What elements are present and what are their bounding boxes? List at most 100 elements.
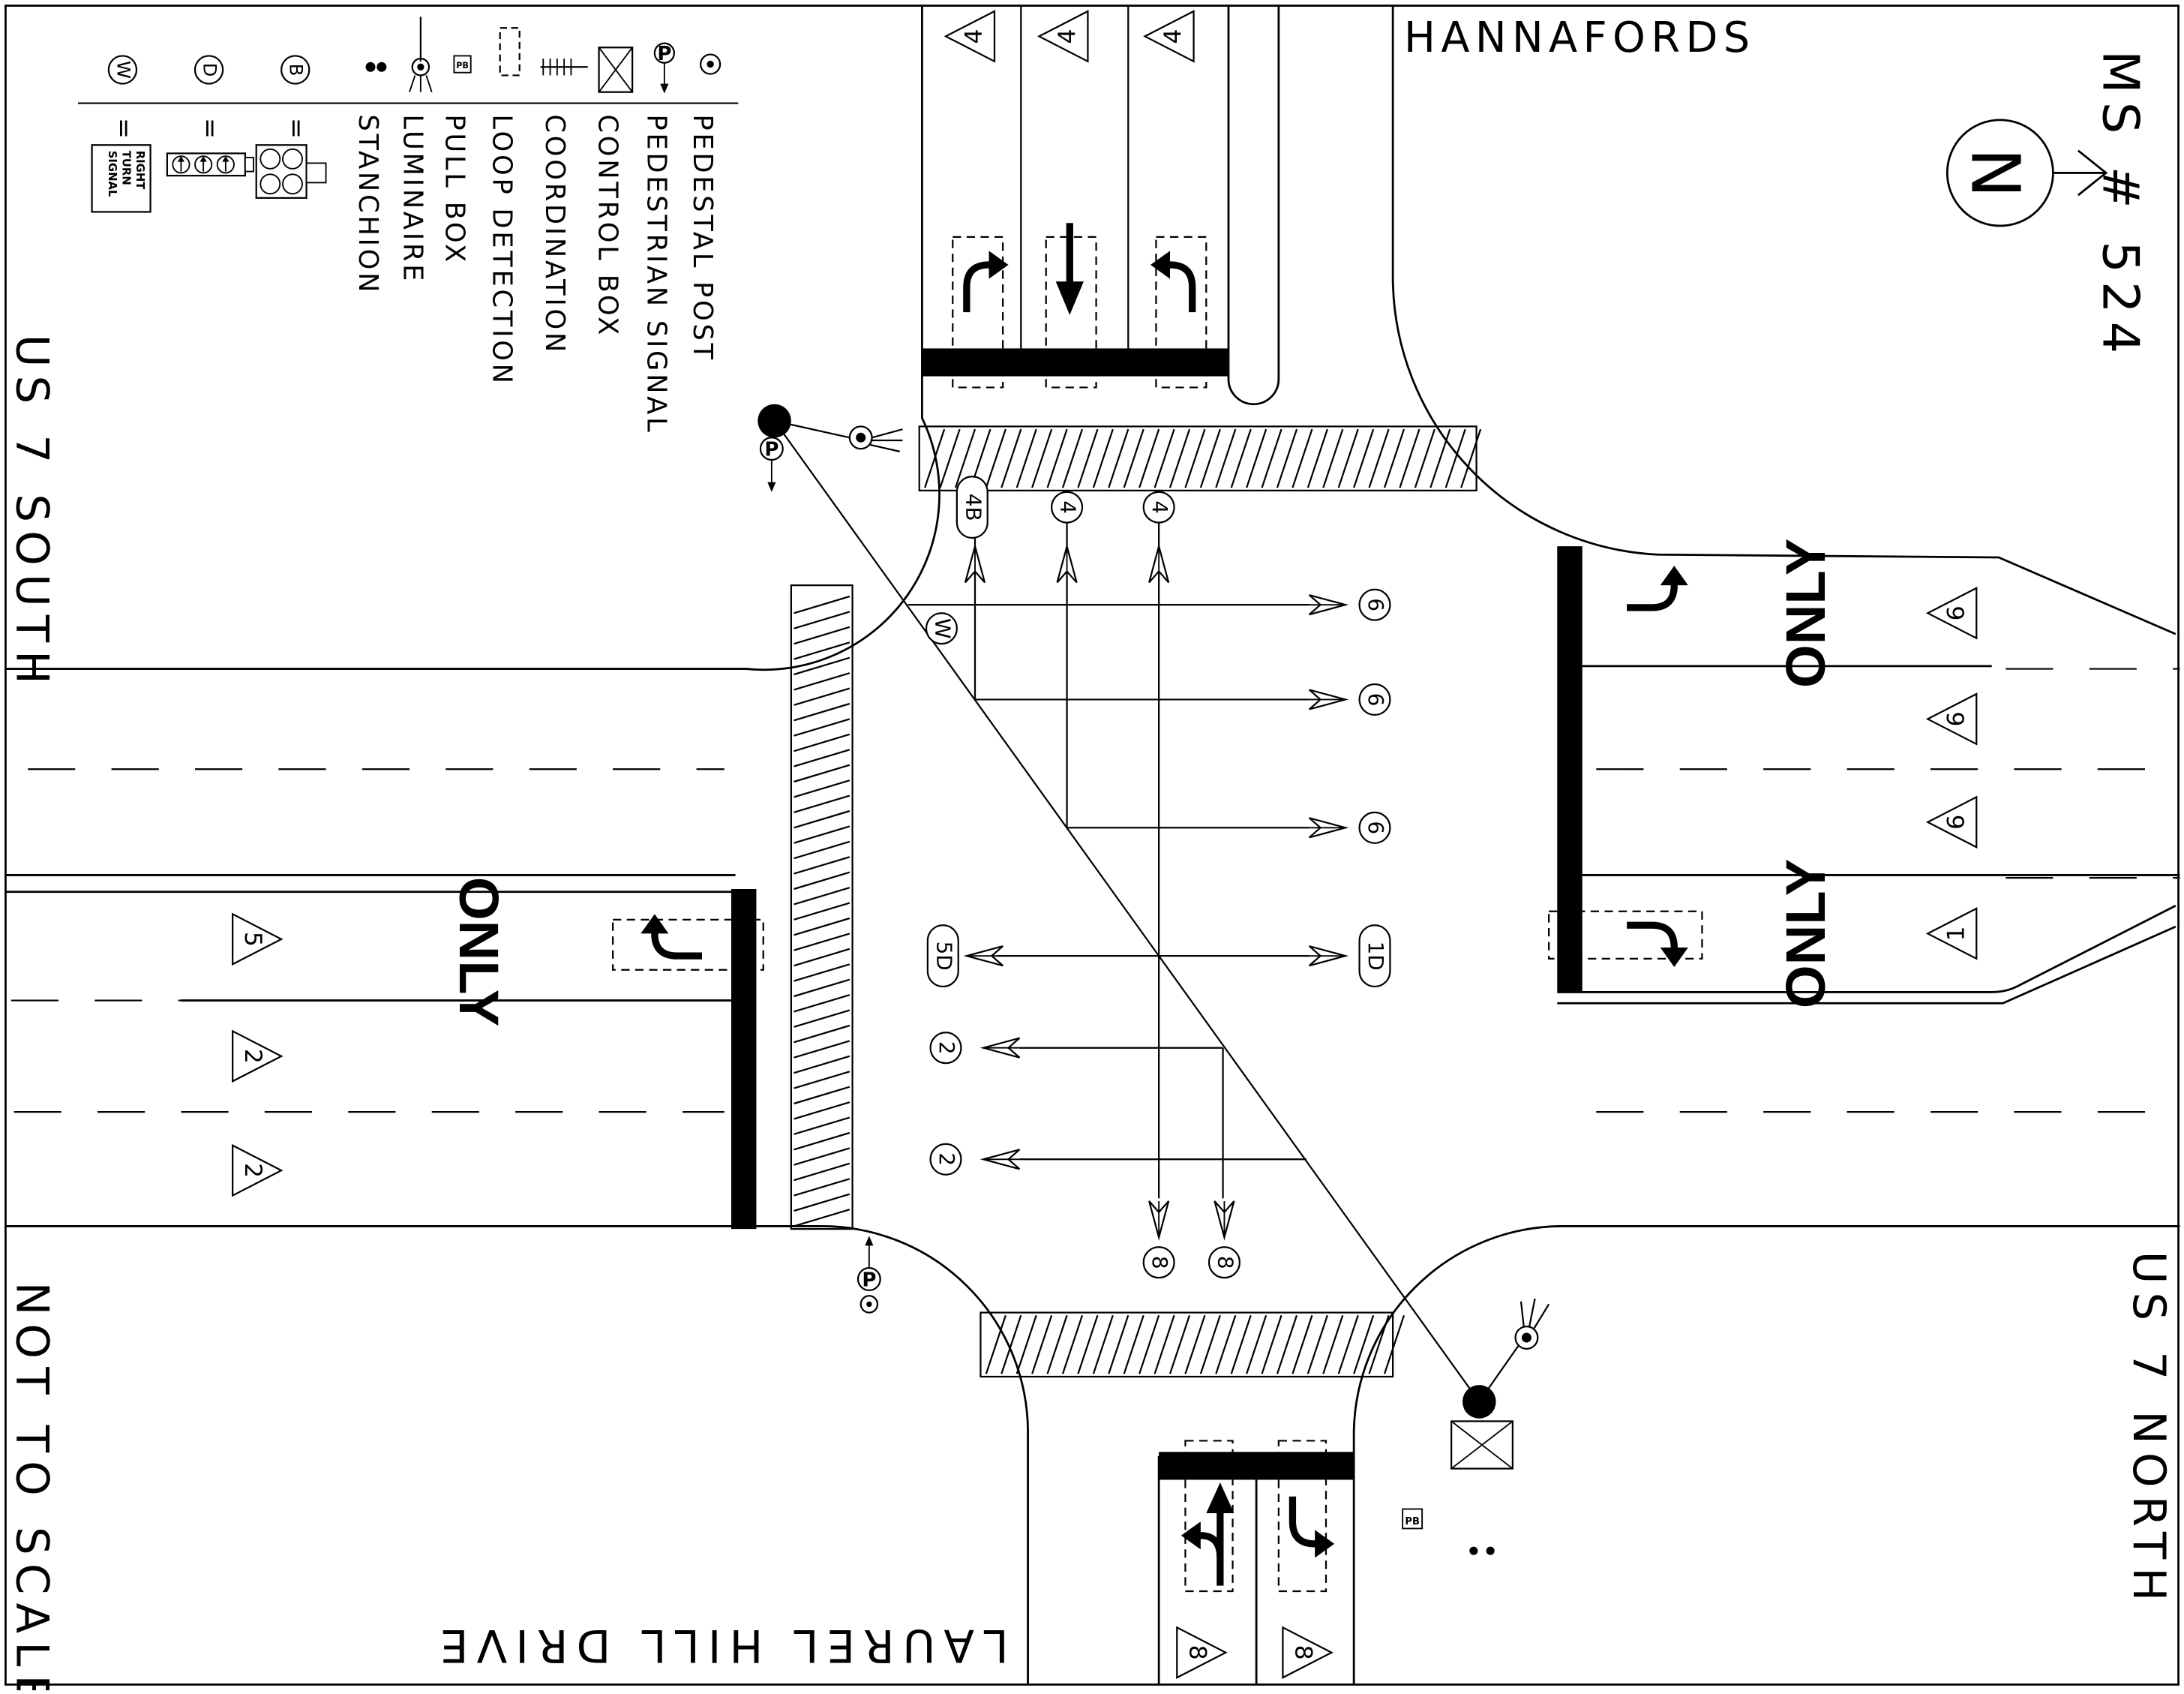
legend-label-pull-box: PULL BOX bbox=[439, 114, 470, 265]
arrow-east-left-turn bbox=[1627, 925, 1688, 967]
signal-arrow-north-2 bbox=[1056, 542, 1078, 584]
pedestal-post-icon bbox=[700, 53, 722, 75]
north-lane-lines bbox=[1020, 5, 1130, 363]
svg-text:B: B bbox=[286, 64, 307, 77]
legend-label-control-box: CONTROL BOX bbox=[592, 114, 623, 338]
phase-triangle-east-label: 6 bbox=[1942, 815, 1970, 830]
pedestrian-signal-sw: P bbox=[856, 1236, 881, 1291]
signal-bubble-south-1: 8 bbox=[1142, 1246, 1175, 1279]
only-word-east-top: ONLY bbox=[1774, 539, 1837, 688]
arrow-east-left-turn-top bbox=[1627, 566, 1688, 608]
svg-text:=: = bbox=[196, 118, 225, 139]
phase-triangle-west-2: 2 bbox=[232, 1143, 284, 1197]
svg-text:6: 6 bbox=[1364, 693, 1388, 707]
svg-text:1D: 1D bbox=[1364, 942, 1388, 971]
loop-detection-icon bbox=[499, 27, 520, 77]
svg-text:W: W bbox=[112, 61, 134, 79]
svg-text:=: = bbox=[110, 118, 139, 139]
svg-text:SIGNAL: SIGNAL bbox=[106, 151, 119, 197]
signal-arrow-east-2 bbox=[1308, 689, 1349, 710]
phase-triangle-north-label: 4 bbox=[1054, 29, 1081, 44]
signal-bubble-west-2: 2 bbox=[929, 1032, 962, 1065]
phase-triangle-north-label: 4 bbox=[1160, 29, 1187, 44]
legend-label-pedestal-post: PEDESTAL POST bbox=[687, 114, 718, 362]
pull-box-icon: PB bbox=[453, 55, 472, 74]
signal-bubble-east-2: 6 bbox=[1358, 683, 1391, 716]
svg-text:W: W bbox=[930, 618, 955, 639]
signal-arrow-east-4 bbox=[1308, 945, 1349, 967]
phase-triangle-east-3: 1 bbox=[1925, 907, 1978, 960]
signal-arrow-north-3 bbox=[1148, 542, 1170, 584]
pedestrian-signal-nw: P bbox=[759, 437, 784, 492]
ms-number-label: MS # 524 bbox=[2091, 50, 2150, 362]
svg-text:RIGHT: RIGHT bbox=[134, 151, 147, 191]
arrow-south-left-through bbox=[1180, 1482, 1234, 1586]
crosswalk-south bbox=[980, 1311, 1406, 1378]
svg-text:6: 6 bbox=[1364, 598, 1388, 611]
signal-arrow-west-1 bbox=[963, 945, 1004, 967]
control-box-se bbox=[1450, 1420, 1514, 1470]
signal-key-d: D= bbox=[166, 55, 254, 177]
not-to-scale-label: NOT TO SCALE bbox=[5, 1282, 57, 1690]
loop-detectors bbox=[612, 236, 1703, 1593]
svg-text:4B: 4B bbox=[961, 494, 986, 521]
signal-arrow-north-1 bbox=[964, 542, 986, 584]
phase-triangle-south-0: 8 bbox=[1176, 1626, 1228, 1679]
signal-bubble-w: W bbox=[925, 612, 958, 645]
svg-text:P: P bbox=[764, 438, 778, 461]
pavement-arrows bbox=[640, 223, 1688, 1586]
phase-triangle-east-1: 6 bbox=[1925, 692, 1978, 746]
signal-arrow-west-2 bbox=[980, 1037, 1021, 1059]
svg-text:TURN: TURN bbox=[119, 151, 133, 185]
phase-triangle-east-label: 1 bbox=[1942, 926, 1970, 941]
dashed-lane-lines bbox=[10, 668, 2180, 1113]
phase-triangle-south-1: 8 bbox=[1282, 1626, 1334, 1679]
signal-arrow-west-3 bbox=[980, 1149, 1021, 1170]
signal-bubble-west-5d: 5D bbox=[926, 924, 959, 988]
control-box-icon bbox=[598, 47, 634, 93]
legend-label-loop-detection: LOOP DETECTION bbox=[486, 114, 517, 386]
only-word-west: ONLY bbox=[448, 877, 510, 1026]
phase-triangle-east-label: 6 bbox=[1942, 711, 1970, 726]
pull-box-se: PB bbox=[1402, 1508, 1424, 1530]
svg-text:D: D bbox=[200, 63, 220, 77]
svg-text:6: 6 bbox=[1364, 821, 1388, 834]
signal-bubble-south-2: 8 bbox=[1208, 1246, 1240, 1279]
signal-arrow-south-2 bbox=[1214, 1200, 1235, 1241]
legend-label-luminaire: LUMINAIRE bbox=[398, 114, 428, 284]
svg-text:=: = bbox=[282, 118, 311, 139]
phase-triangle-south-label: 8 bbox=[1289, 1645, 1316, 1660]
phase-triangle-east-2: 6 bbox=[1925, 795, 1978, 849]
phase-triangle-east-label: 6 bbox=[1942, 605, 1970, 620]
phase-triangle-west-1: 2 bbox=[232, 1029, 284, 1083]
stanchion-icon bbox=[365, 62, 387, 72]
signal-key-b: B= bbox=[255, 55, 327, 199]
signal-bubble-east-1d: 1D bbox=[1358, 924, 1391, 988]
pedestrian-signal-icon: P bbox=[653, 42, 675, 94]
signal-bubble-north-4b2: 4 bbox=[1142, 491, 1175, 524]
signal-arrow-east-3 bbox=[1308, 817, 1349, 839]
luminaire-nw bbox=[848, 425, 903, 452]
signal-bubble-north-4: 4 bbox=[1051, 491, 1084, 524]
legend-label-stanchion: STANCHION bbox=[352, 114, 383, 295]
svg-text:8: 8 bbox=[1148, 1256, 1172, 1269]
pedestal-post-sw bbox=[860, 1295, 879, 1314]
phase-triangle-north-label: 4 bbox=[961, 29, 988, 44]
arrow-north-through bbox=[1055, 223, 1084, 315]
svg-text:PB: PB bbox=[456, 61, 469, 71]
svg-text:PB: PB bbox=[1405, 1516, 1419, 1527]
only-word-east-bottom: ONLY bbox=[1774, 859, 1837, 1008]
luminaire-se bbox=[1514, 1298, 1550, 1350]
phase-triangle-west-label: 2 bbox=[239, 1163, 266, 1178]
arrow-south-right-turn bbox=[1292, 1497, 1334, 1558]
road-edges bbox=[5, 5, 2180, 1685]
stop-bars bbox=[731, 348, 1582, 1480]
signal-pole-se bbox=[1462, 1385, 1496, 1419]
phase-triangle-north-2: 4 bbox=[1143, 10, 1195, 63]
phase-triangle-south-label: 8 bbox=[1184, 1645, 1210, 1660]
